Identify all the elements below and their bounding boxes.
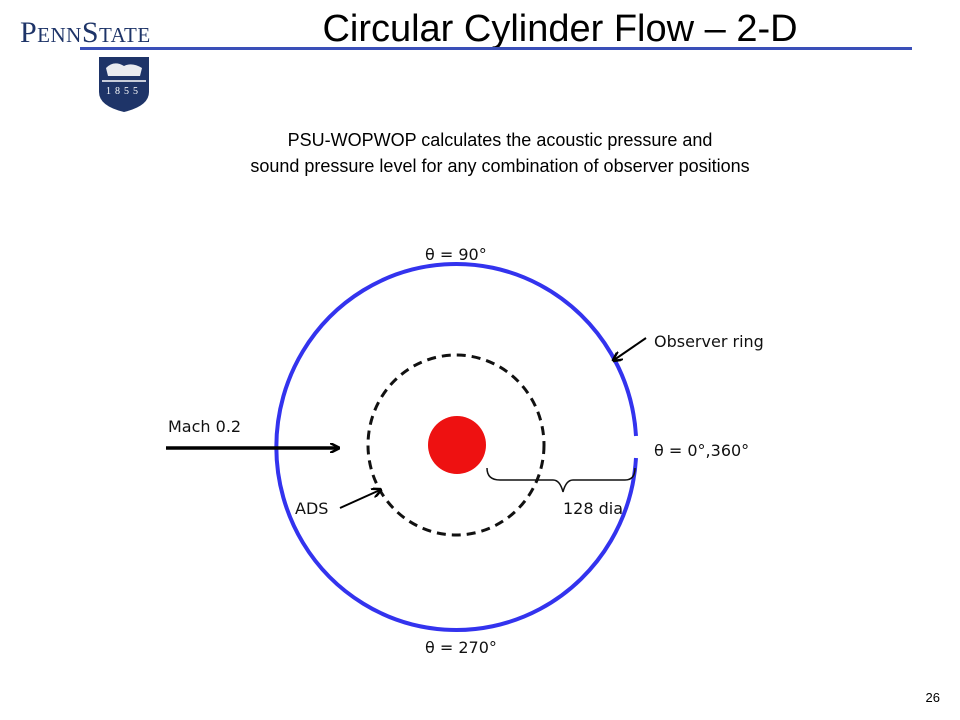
diameter-bracket [486,467,636,493]
label-diameter: 128 dia [563,499,623,518]
subtitle-line-1: PSU-WOPWOP calculates the acoustic press… [287,130,713,150]
page-number: 26 [925,690,940,705]
ads-arrow [339,490,380,509]
cylinder [428,416,486,474]
observer-ring-arrow [614,337,647,360]
label-theta-0-360: θ = 0°,360° [654,441,749,460]
shield-year: 1855 [106,86,142,97]
pennstate-shield-logo: 1855 [99,57,149,112]
subtitle-line-2: sound pressure level for any combination… [250,156,750,176]
label-ads: ADS [295,499,328,518]
ads-ring [366,353,546,537]
label-observer-ring: Observer ring [654,332,764,351]
title-divider [80,47,912,50]
pennstate-logo-text: PennState [20,16,151,49]
label-theta-270: θ = 270° [425,638,497,657]
subtitle: PSU-WOPWOP calculates the acoustic press… [100,127,900,179]
slide-title: Circular Cylinder Flow – 2-D [322,8,798,50]
label-theta-90: θ = 90° [425,245,487,264]
label-mach: Mach 0.2 [168,417,241,436]
